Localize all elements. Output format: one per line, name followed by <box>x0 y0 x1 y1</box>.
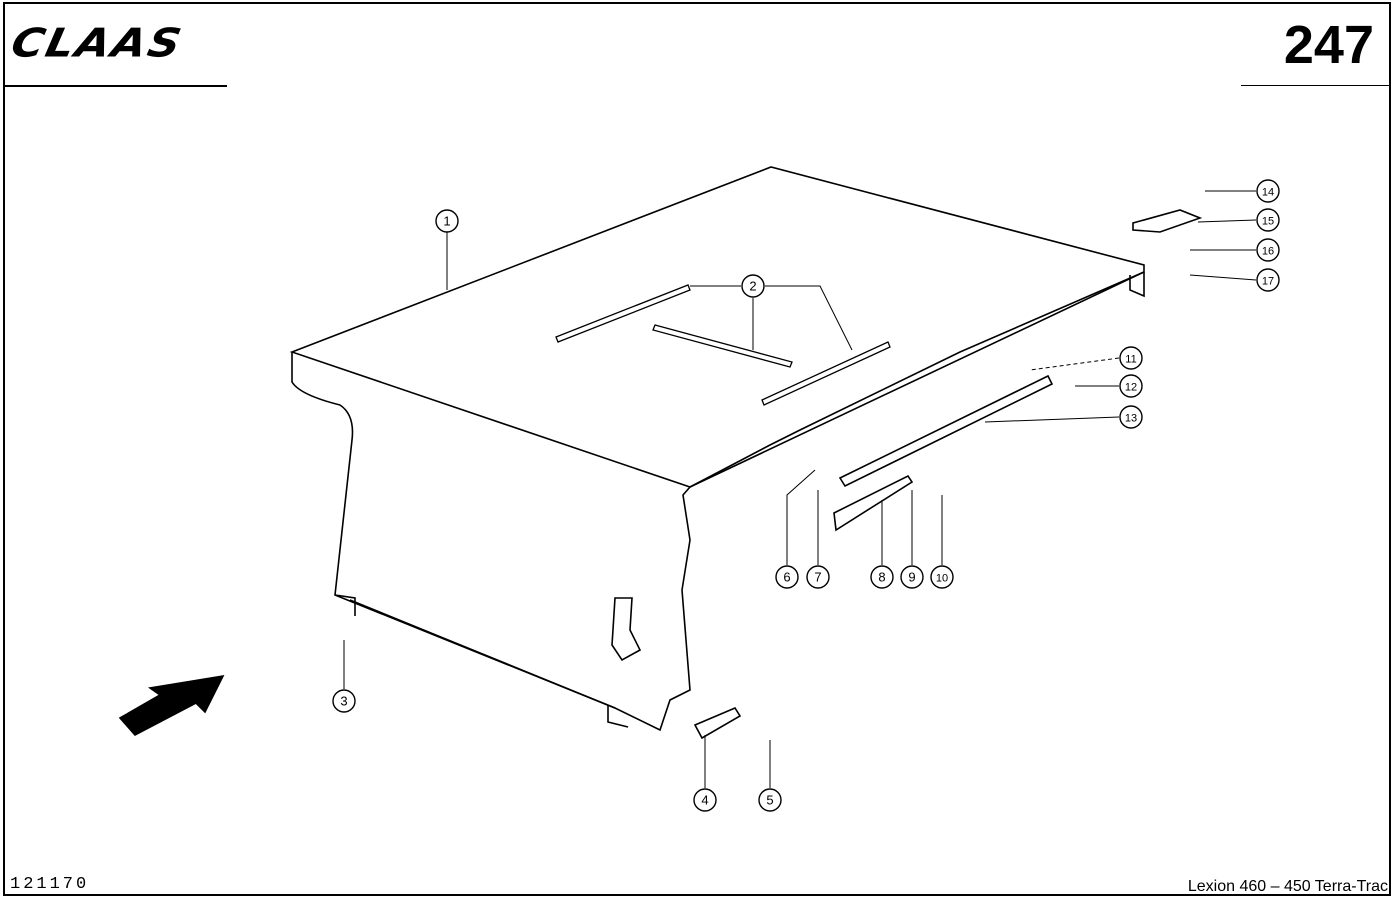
callout-number: 10 <box>936 573 948 585</box>
gas-strut <box>833 374 1054 532</box>
callout-circle <box>870 565 894 589</box>
callout-8: 8 <box>870 565 894 589</box>
callout-5: 5 <box>758 788 782 812</box>
callout-circle <box>900 565 924 589</box>
callout-16: 16 <box>1256 238 1280 262</box>
callout-circle <box>1119 346 1143 370</box>
callout-circle <box>758 788 782 812</box>
callout-9: 9 <box>900 565 924 589</box>
callout-number: 16 <box>1262 246 1274 258</box>
callout-circle <box>693 788 717 812</box>
callout-4: 4 <box>693 788 717 812</box>
callout-17: 17 <box>1256 268 1280 292</box>
callout-circle <box>1119 405 1143 429</box>
callout-7: 7 <box>806 565 830 589</box>
header-rule <box>3 85 227 87</box>
callout-15: 15 <box>1256 208 1280 232</box>
callout-number: 1 <box>443 214 450 229</box>
callout-circle <box>741 274 765 298</box>
page-number: 247 <box>1283 15 1374 75</box>
cover-panel <box>289 166 1145 732</box>
callout-circle <box>1119 374 1143 398</box>
model-label: Lexion 460 – 450 Terra-Trac <box>1187 878 1388 895</box>
callout-circle <box>930 565 954 589</box>
drawing-id: 121170 <box>10 875 90 894</box>
callout-number: 7 <box>814 570 821 585</box>
callout-circle <box>1256 238 1280 262</box>
callout-1: 1 <box>435 209 459 233</box>
callout-circle <box>806 565 830 589</box>
callout-6: 6 <box>775 565 799 589</box>
leader-lines <box>343 190 1257 788</box>
callout-circle <box>332 689 356 713</box>
callout-2: 2 <box>741 274 765 298</box>
callout-circle <box>1256 179 1280 203</box>
callout-circle <box>1256 268 1280 292</box>
callout-13: 13 <box>1119 405 1143 429</box>
page-frame <box>3 2 1391 896</box>
callout-number: 9 <box>908 570 915 585</box>
callout-12: 12 <box>1119 374 1143 398</box>
callout-number: 5 <box>766 793 773 808</box>
callout-number: 14 <box>1262 187 1274 199</box>
callout-number: 13 <box>1125 413 1137 425</box>
callout-3: 3 <box>332 689 356 713</box>
callout-number: 11 <box>1125 354 1136 366</box>
callout-number: 4 <box>701 793 708 808</box>
callout-circle <box>775 565 799 589</box>
callout-number: 15 <box>1262 216 1274 228</box>
callout-circle <box>1256 208 1280 232</box>
slotted-rails <box>555 284 891 406</box>
callout-number: 12 <box>1125 382 1137 394</box>
callout-circle <box>435 209 459 233</box>
callout-number: 6 <box>783 570 790 585</box>
header-rule-right <box>1241 85 1391 86</box>
callout-number: 8 <box>878 570 885 585</box>
hinge-bracket <box>693 209 1203 740</box>
callout-10: 10 <box>930 565 954 589</box>
callout-11: 11 <box>1119 346 1143 370</box>
callout-number: 3 <box>340 694 347 709</box>
entry-arrow <box>118 674 225 737</box>
callout-14: 14 <box>1256 179 1280 203</box>
callout-number: 17 <box>1262 276 1274 288</box>
callout-number: 2 <box>749 279 756 294</box>
